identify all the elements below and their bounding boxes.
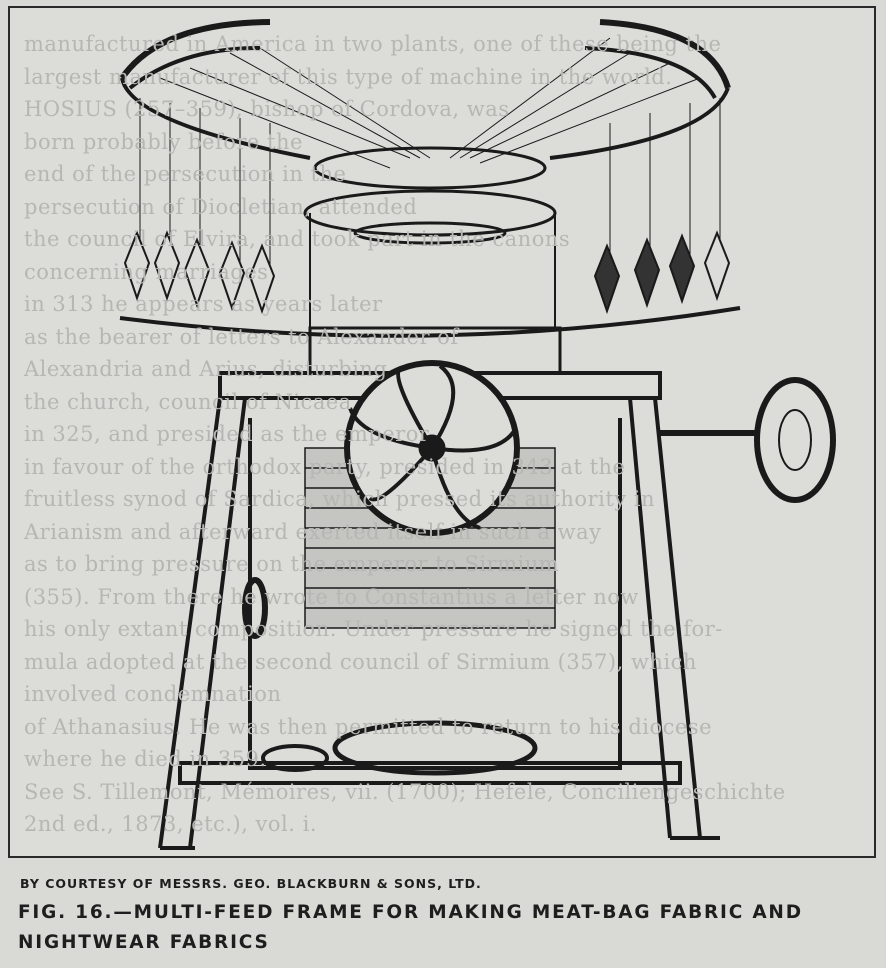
drive-pulley	[660, 377, 836, 503]
figure-frame: manufactured in America in two plants, o…	[8, 6, 876, 858]
bobbins	[123, 230, 731, 315]
machine-frame	[158, 371, 720, 850]
bobbin-ring	[119, 306, 741, 338]
figure-caption: FIG. 16.—MULTI-FEED FRAME FOR MAKING MEA…	[18, 898, 878, 958]
right-creel-ring	[549, 19, 731, 160]
figure-credit: BY COURTESY OF MESSRS. GEO. BLACKBURN & …	[20, 876, 482, 891]
knitting-machine-illustration	[119, 19, 836, 850]
hand-wheel	[344, 360, 520, 536]
base-gears	[242, 577, 538, 776]
caption-line-1: FIG. 16.—MULTI-FEED FRAME FOR MAKING MEA…	[18, 902, 803, 923]
caption-line-2: NIGHTWEAR FABRICS	[18, 932, 270, 953]
yarn-threads	[139, 37, 721, 278]
left-creel-ring	[119, 19, 311, 160]
cam-head	[303, 146, 562, 375]
